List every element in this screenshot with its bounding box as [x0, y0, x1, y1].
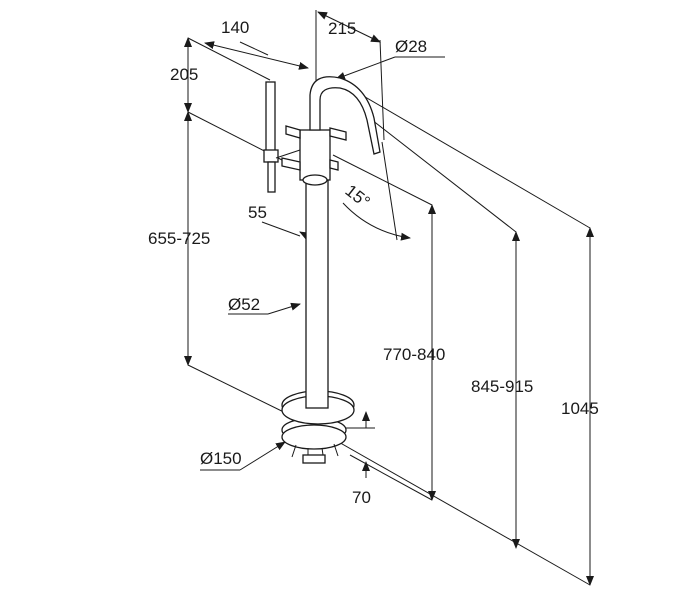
dimension-labels: 140 215 Ø28 205 655-725 15° 55 Ø52 770-8… — [148, 18, 599, 507]
dim-845-915-label: 845-915 — [471, 377, 533, 396]
dim-655-725-label: 655-725 — [148, 229, 210, 248]
mixer-body — [263, 76, 381, 464]
dim-150-label: Ø150 — [200, 449, 242, 468]
dim-1045-label: 1045 — [561, 399, 599, 418]
dim-52-label: Ø52 — [228, 295, 260, 314]
dim-215-label: 215 — [328, 19, 356, 38]
dim-770-840-label: 770-840 — [383, 345, 445, 364]
dim-55-label: 55 — [248, 203, 267, 222]
dim-205-label: 205 — [170, 65, 198, 84]
dimension-lines — [184, 10, 594, 586]
dim-70-label: 70 — [352, 488, 371, 507]
dim-28-label: Ø28 — [395, 37, 427, 56]
dim-140-label: 140 — [221, 18, 249, 37]
